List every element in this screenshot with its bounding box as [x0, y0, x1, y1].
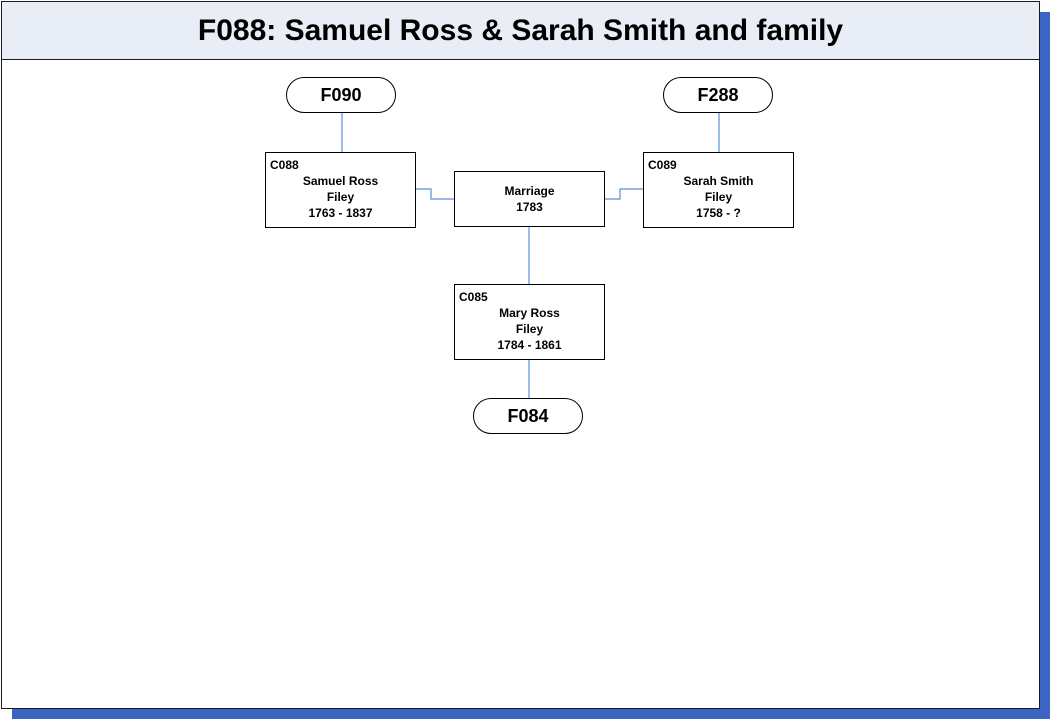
person-dates: 1763 - 1837: [308, 206, 373, 220]
person-surname: Filey: [704, 190, 733, 204]
person-given-name: Sarah Smith: [683, 174, 754, 188]
person-box-child[interactable]: C085 Mary Ross Filey 1784 - 1861: [454, 284, 605, 360]
person-box-mother[interactable]: C089 Sarah Smith Filey 1758 - ?: [643, 152, 794, 228]
marriage-box[interactable]: Marriage 1783: [454, 171, 605, 227]
person-surname: Filey: [515, 322, 544, 336]
family-link-label: F090: [320, 84, 362, 105]
connector-father-to-marriage: [416, 188, 454, 200]
person-id: C088: [270, 158, 299, 172]
person-dates: 1784 - 1861: [497, 338, 562, 352]
person-id: C085: [459, 290, 488, 304]
family-link-f288[interactable]: F288: [663, 77, 773, 113]
person-id: C089: [648, 158, 677, 172]
person-given-name: Samuel Ross: [302, 174, 379, 188]
family-link-f090[interactable]: F090: [286, 77, 396, 113]
marriage-year: 1783: [516, 200, 543, 214]
family-link-f084[interactable]: F084: [473, 398, 583, 434]
page-title: F088: Samuel Ross & Sarah Smith and fami…: [197, 13, 844, 47]
person-dates: 1758 - ?: [696, 206, 741, 220]
person-box-father[interactable]: C088 Samuel Ross Filey 1763 - 1837: [265, 152, 416, 228]
connector-mother-to-marriage: [605, 188, 643, 200]
title-bar: F088: Samuel Ross & Sarah Smith and fami…: [2, 2, 1039, 60]
family-link-label: F084: [507, 405, 549, 426]
marriage-label: Marriage: [504, 184, 555, 198]
person-given-name: Mary Ross: [499, 306, 560, 320]
family-link-label: F288: [697, 84, 739, 105]
person-surname: Filey: [326, 190, 355, 204]
